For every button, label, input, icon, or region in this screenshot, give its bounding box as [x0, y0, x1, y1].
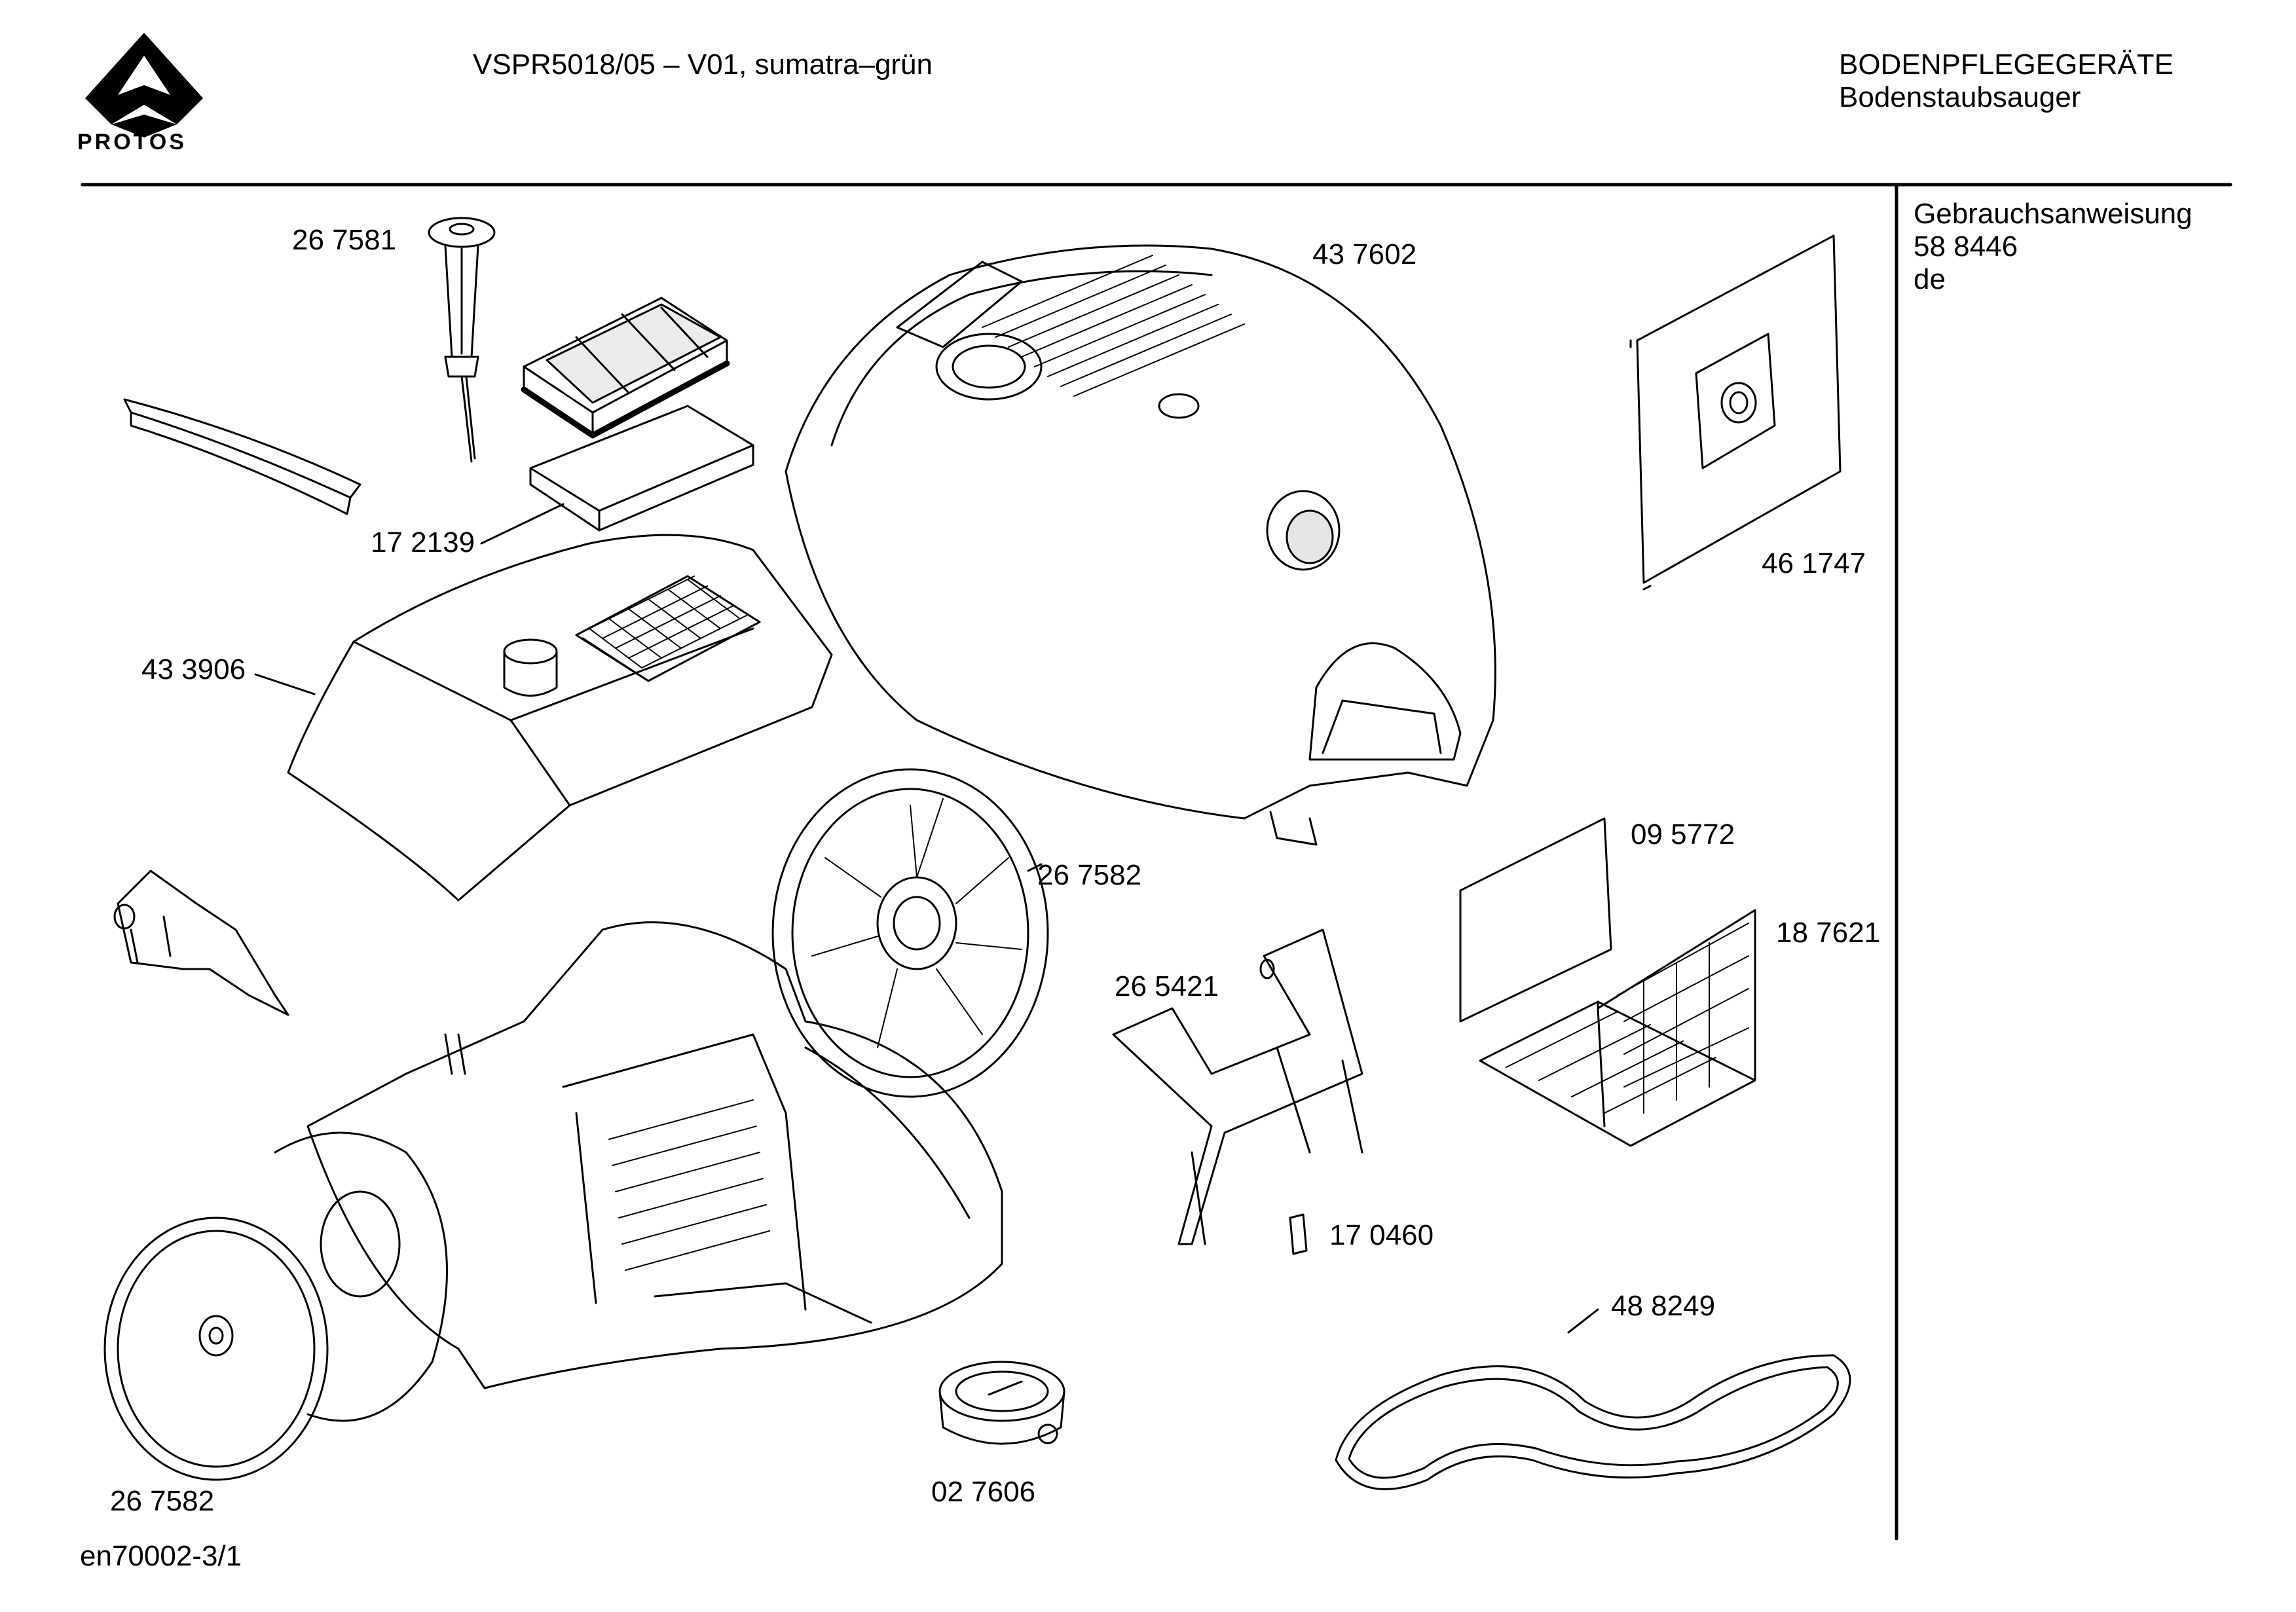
main-housing-part	[785, 244, 1496, 846]
filter-cartridge-part	[521, 297, 730, 439]
rear-wheel-part	[771, 768, 1049, 1098]
part-label-170460: 17 0460	[1329, 1219, 1434, 1251]
dust-bag-part	[1629, 234, 1842, 591]
handle-bracket-part	[1112, 928, 1363, 1245]
manual-number: 58 8446	[1914, 230, 2018, 263]
category-title: BODENPFLEGEGERÄTE	[1839, 48, 2174, 81]
model-title: VSPR5018/05 – V01, sumatra–grün	[473, 48, 933, 81]
doc-code: en70002-3/1	[80, 1540, 242, 1572]
part-label-267582-bottom: 26 7582	[110, 1485, 215, 1517]
filter-pin-part	[428, 217, 496, 463]
small-plate-part	[1289, 1213, 1308, 1255]
part-label-267581: 26 7581	[292, 224, 397, 256]
protos-logo-icon	[85, 33, 203, 137]
seal-strip-part	[123, 398, 361, 515]
bracket-part	[113, 870, 289, 1016]
part-label-027606: 02 7606	[931, 1476, 1036, 1508]
filter-pad-part	[480, 405, 754, 545]
part-label-095772: 09 5772	[1631, 818, 1735, 851]
cover-plate-part	[1459, 817, 1612, 1023]
part-label-267582-top: 26 7582	[1037, 859, 1142, 891]
part-label-265421: 26 5421	[1115, 970, 1219, 1002]
part-label-488249: 48 8249	[1611, 1290, 1716, 1322]
brand-logo	[72, 26, 216, 157]
top-cover-part	[254, 534, 833, 902]
part-label-437602: 43 7602	[1312, 238, 1417, 270]
base-chassis-part	[306, 921, 1003, 1389]
subcategory-title: Bodenstaubsauger	[1839, 81, 2081, 113]
drive-belt-part	[1335, 1308, 1851, 1491]
manual-label: Gebrauchsanweisung	[1914, 198, 2193, 230]
manual-lang: de	[1914, 263, 1946, 295]
brand-name: PROTOS	[77, 130, 187, 155]
front-wheel-part	[103, 1131, 448, 1481]
cable-reel-cap-part	[938, 1361, 1065, 1445]
part-label-461747: 46 1747	[1762, 547, 1866, 579]
part-label-187621: 18 7621	[1776, 917, 1881, 949]
part-label-172139: 17 2139	[371, 526, 475, 559]
part-label-433906: 43 3906	[141, 653, 246, 686]
grille-frame-part	[1479, 909, 1756, 1147]
